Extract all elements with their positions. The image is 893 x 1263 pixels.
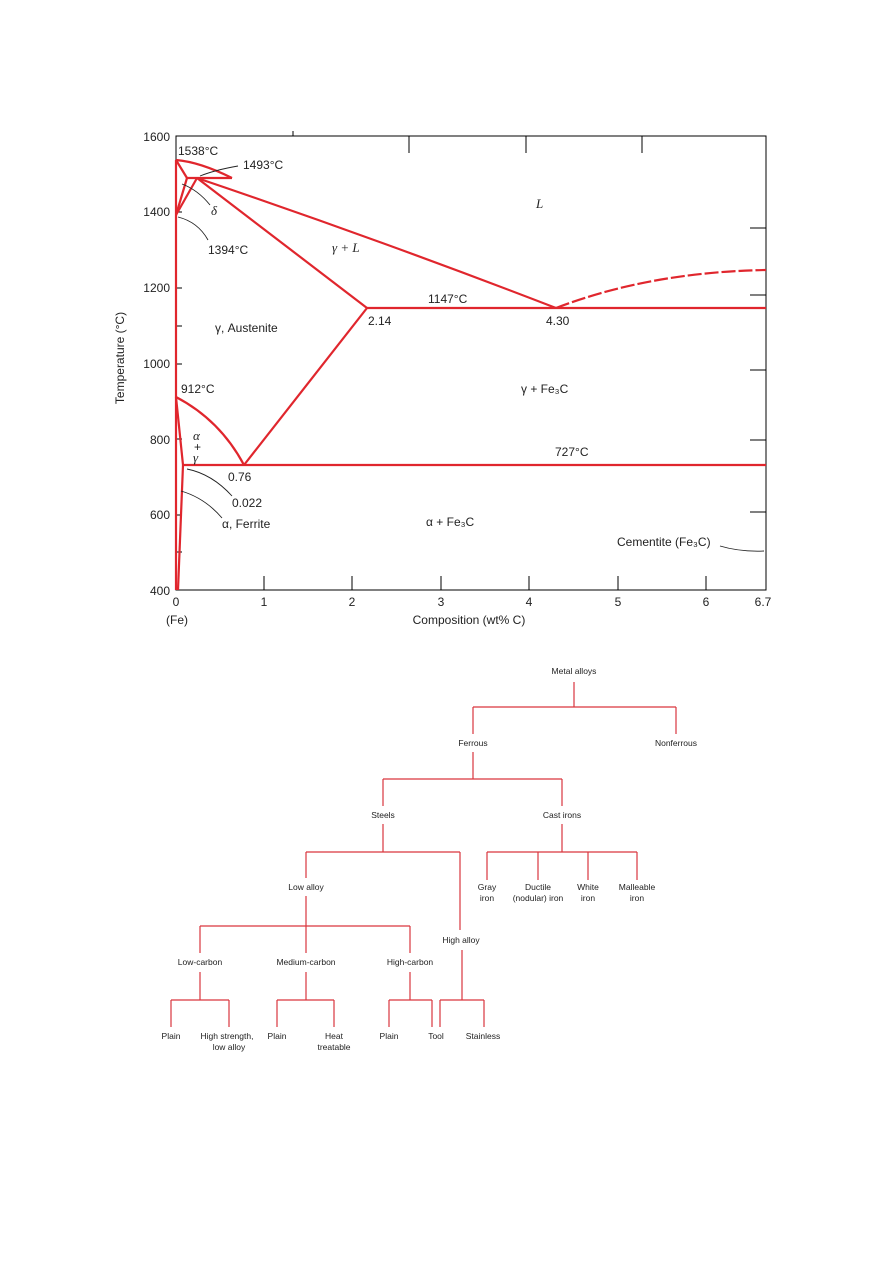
arrow-0022 [186, 468, 233, 497]
arrow-cementite [719, 545, 765, 552]
node-steels: Steels [371, 810, 395, 820]
label-liquid: L [535, 196, 543, 211]
label-1147: 1147°C [428, 292, 468, 306]
label-1394: 1394°C [208, 243, 248, 257]
label-727: 727°C [555, 445, 589, 459]
label-912: 912°C [181, 382, 215, 396]
node-stainless: Stainless [466, 1031, 501, 1041]
node-metal-alloys: Metal alloys [552, 666, 597, 676]
arrow-delta [181, 183, 211, 206]
node-ductile-iron-line1: Ductile [525, 882, 551, 892]
node-plain-medium: Plain [268, 1031, 287, 1041]
fe-label: (Fe) [166, 613, 188, 627]
node-cast-irons: Cast irons [543, 810, 581, 820]
y-tick-1400: 1400 [143, 205, 170, 219]
node-tool: Tool [428, 1031, 444, 1041]
node-plain-low: Plain [162, 1031, 181, 1041]
x-tick-4: 4 [526, 595, 533, 609]
node-heat-treatable-line1: Heat [325, 1031, 344, 1041]
bottom-ticks [263, 576, 707, 590]
tree-connectors [170, 682, 677, 1027]
y-tick-600: 600 [150, 508, 170, 522]
delta-gamma-boundary [175, 177, 198, 216]
node-malleable-iron-line2: iron [630, 893, 644, 903]
node-gray-iron-line1: Gray [478, 882, 497, 892]
top-ticks [292, 131, 643, 153]
label-1538: 1538°C [178, 144, 218, 158]
arrow-1493 [199, 165, 239, 177]
right-ticks [750, 227, 766, 513]
node-medium-carbon: Medium-carbon [276, 957, 335, 967]
delta-solvus [174, 177, 189, 216]
label-cementite: Cementite (Fe₃C) [617, 535, 711, 549]
label-4-30: 4.30 [546, 314, 570, 328]
label-austenite: γ, Austenite [215, 321, 278, 335]
label-ferrite: α, Ferrite [222, 517, 271, 531]
arrow-ferrite [180, 490, 223, 519]
iron-carbon-phase-diagram: 1600 1400 1200 1000 800 600 400 0 1 2 3 … [113, 130, 772, 627]
label-0-022: 0.022 [232, 496, 262, 510]
liquidus-delta [175, 159, 188, 179]
label-gamma-fe3c: γ + Fe₃C [521, 382, 569, 396]
node-heat-treatable-line2: treatable [317, 1042, 350, 1052]
x-tick-2: 2 [349, 595, 356, 609]
x-tick-6: 6 [703, 595, 710, 609]
x-tick-0: 0 [173, 595, 180, 609]
node-high-carbon: High-carbon [387, 957, 434, 967]
x-tick-3: 3 [438, 595, 445, 609]
annotation-arrows [177, 165, 765, 552]
a3-line [175, 396, 245, 466]
node-malleable-iron-line1: Malleable [619, 882, 656, 892]
node-hsla-line1: High strength, [201, 1031, 254, 1041]
node-low-alloy: Low alloy [288, 882, 324, 892]
x-tick-1: 1 [261, 595, 268, 609]
label-delta: δ [211, 203, 218, 218]
x-tick-5: 5 [615, 595, 622, 609]
liquidus-main [196, 176, 557, 310]
label-alpha: α [193, 428, 201, 443]
cementite-liquidus [555, 268, 767, 310]
node-high-alloy: High alloy [442, 935, 480, 945]
alpha-solvus [176, 464, 185, 591]
y-tick-1600: 1600 [143, 130, 170, 144]
y-axis-label: Temperature (°C) [113, 312, 127, 404]
y-tick-1200: 1200 [143, 281, 170, 295]
node-white-iron-line1: White [577, 882, 599, 892]
label-alpha-fe3c: α + Fe₃C [426, 515, 475, 529]
alpha-gamma-left [174, 396, 185, 466]
node-hsla-line2: low alloy [213, 1042, 246, 1052]
metal-alloy-classification-tree: Metal alloys Ferrous Nonferrous Steels C… [162, 666, 697, 1052]
label-1493: 1493°C [243, 158, 283, 172]
y-tick-800: 800 [150, 433, 170, 447]
x-tick-6-7: 6.7 [755, 595, 772, 609]
node-gray-iron-line2: iron [480, 893, 494, 903]
y-tick-1000: 1000 [143, 357, 170, 371]
label-2-14: 2.14 [368, 314, 392, 328]
arrow-1394 [177, 216, 209, 241]
node-plain-high: Plain [380, 1031, 399, 1041]
node-ferrous: Ferrous [458, 738, 487, 748]
x-axis-label: Composition (wt% C) [413, 613, 526, 627]
y-tick-400: 400 [150, 584, 170, 598]
label-gamma-l: γ + L [332, 240, 360, 255]
node-white-iron-line2: iron [581, 893, 595, 903]
label-0-76: 0.76 [228, 470, 252, 484]
acm-line [243, 307, 368, 466]
node-low-carbon: Low-carbon [178, 957, 223, 967]
node-nonferrous: Nonferrous [655, 738, 697, 748]
phase-boundaries [174, 158, 767, 591]
liquidus-upper [175, 158, 233, 179]
label-gamma: γ [193, 450, 199, 465]
label-plus: + [194, 440, 201, 454]
solidus-gamma [196, 177, 368, 309]
node-ductile-iron-line2: (nodular) iron [513, 893, 564, 903]
